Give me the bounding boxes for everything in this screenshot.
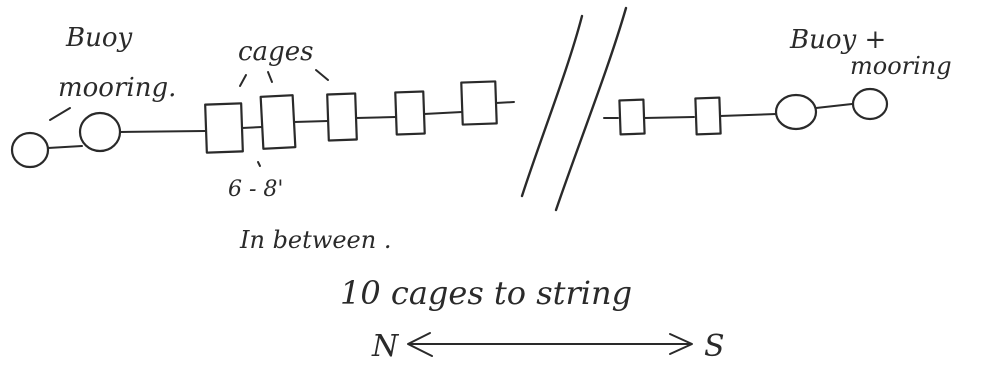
cage [326,92,358,142]
right-cage-group [603,96,777,136]
right-end-moorings [774,87,889,131]
cage-connector [495,101,515,104]
left-label-pointer [49,107,71,121]
cage-connector [241,126,263,129]
cage [694,96,722,136]
right-buoy-inner [774,93,818,131]
cage-connector [293,120,329,123]
right-buoy-outer [851,87,889,121]
cage [618,98,646,136]
cage [394,90,426,136]
right-anchor-label-top: Buoy + [789,25,886,55]
cage-connector [643,116,695,119]
right-buoy-connector [815,103,853,109]
arrow-head-south [669,333,693,355]
direction-north: N [371,329,400,364]
line-to-buoys [719,113,777,117]
spacing-note: In between . [239,226,391,254]
cages-label: cages [238,37,313,67]
left-buoy-inner [78,111,122,153]
cage [460,80,498,126]
direction-south: S [704,329,725,364]
left-buoy-outer [10,131,50,169]
arrow-head-north [407,332,433,357]
right-anchor-label-bottom: mooring [850,52,952,80]
cage-connector [355,116,397,119]
cage [259,94,297,150]
left-end-moorings [10,107,206,169]
left-line-to-cages [119,130,206,133]
cage-count-note: 10 cages to string [340,274,632,312]
break-marks [520,6,628,212]
break-line-1 [520,14,584,198]
spacing-tick [257,161,261,167]
left-buoy-connector [47,145,83,149]
cages-label-ticks [239,69,329,87]
spacing-value: 6 - 8' [228,177,283,202]
left-anchor-label-bottom: mooring. [58,73,176,103]
left-anchor-label-top: Buoy [65,23,133,53]
cage-connector [423,111,463,115]
north-south-arrow [407,332,693,357]
cage [204,102,244,154]
break-line-2 [554,6,628,212]
left-cage-group [204,80,515,154]
